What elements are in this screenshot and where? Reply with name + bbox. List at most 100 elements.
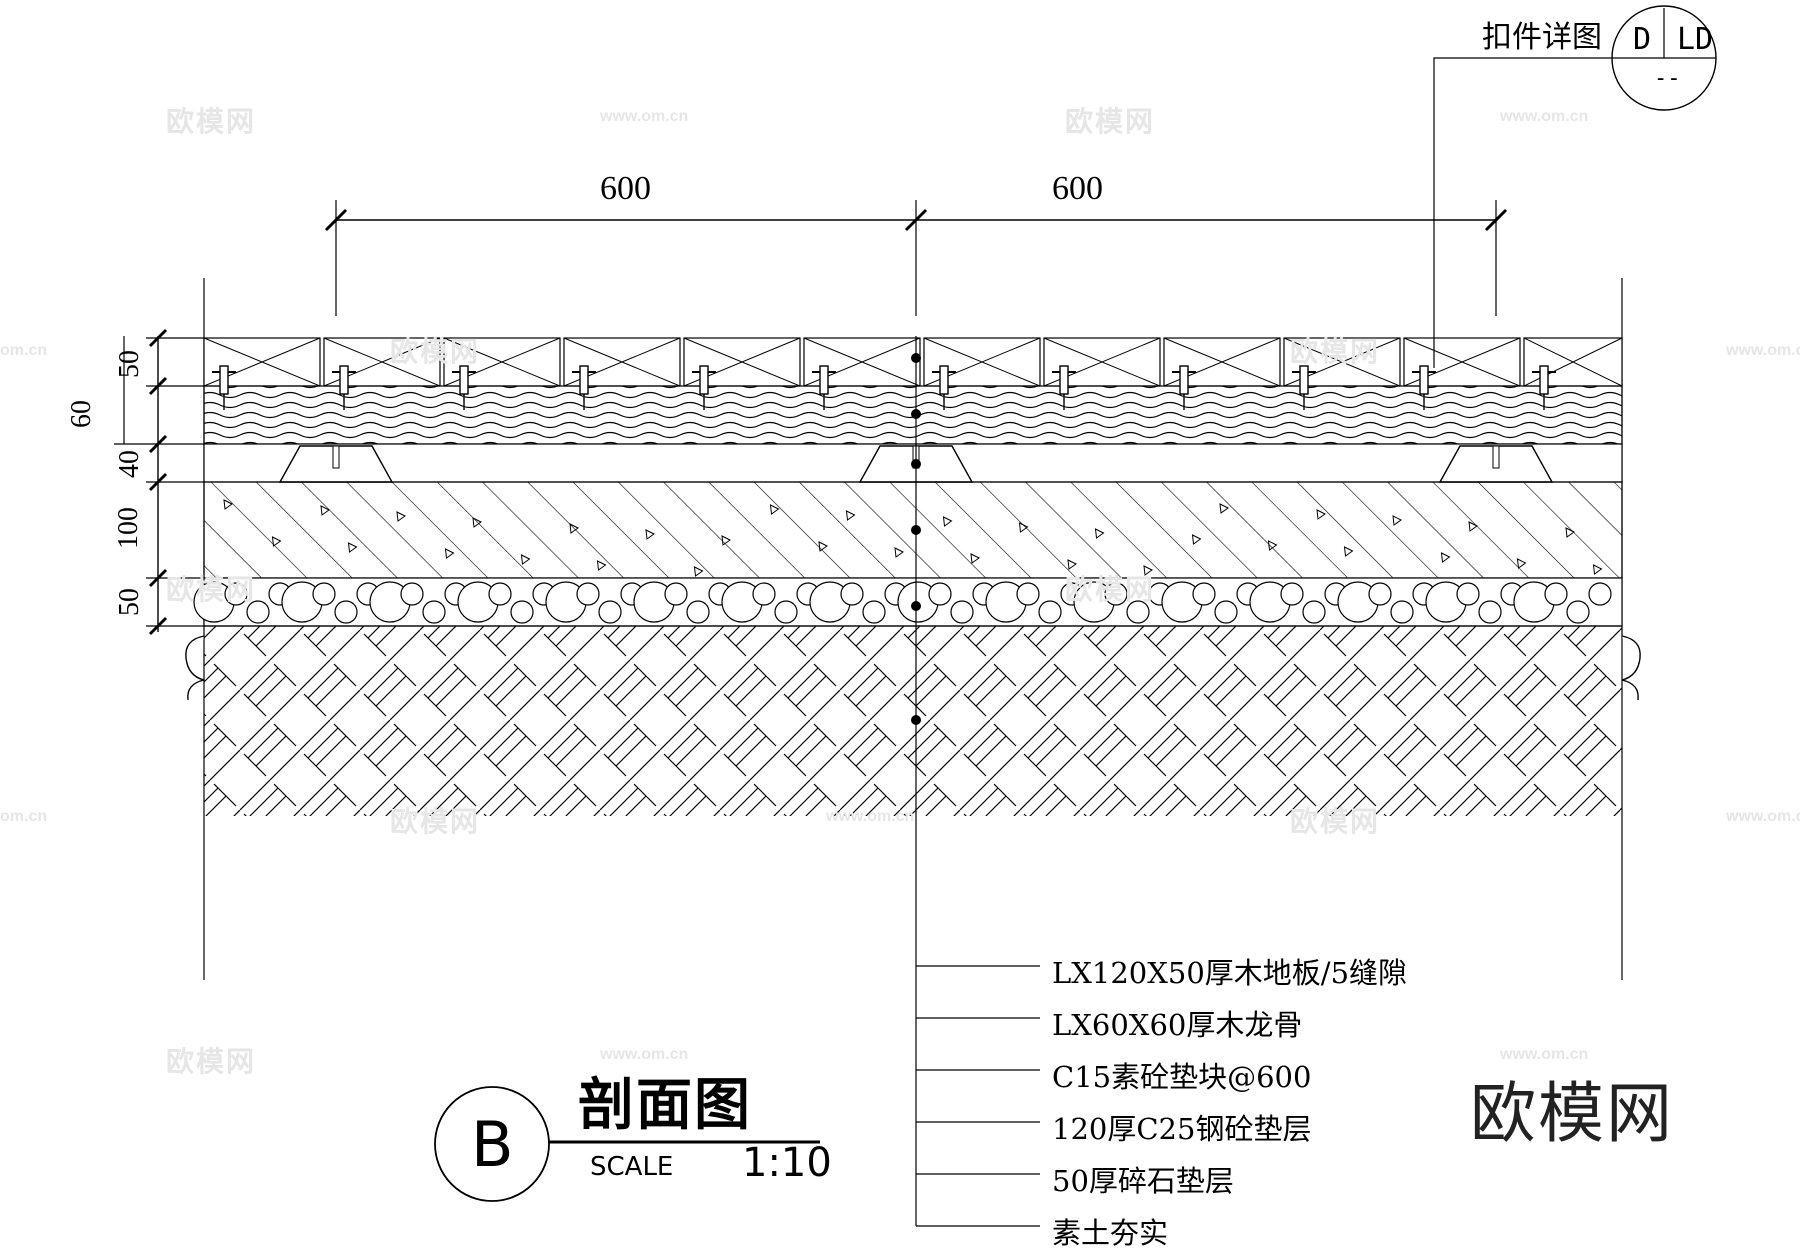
aggregate-mark (1018, 522, 1029, 533)
fasteners (212, 365, 1556, 410)
gravel-stone (488, 582, 512, 606)
gravel-stone (1038, 600, 1062, 624)
aggregate-mark (1468, 521, 1478, 532)
fastener-screw (219, 365, 229, 395)
top-dimension-label: 600 (1052, 170, 1103, 207)
aggregate-mark (894, 547, 904, 558)
aggregate-mark (569, 523, 579, 534)
gravel-stone (1368, 582, 1392, 606)
break-symbol-right (1621, 635, 1641, 701)
fastener-screw (579, 365, 589, 395)
fastener-screw (939, 365, 949, 395)
leader-dot (911, 715, 921, 725)
gravel-stone (664, 582, 688, 606)
gravel-stone (840, 582, 864, 606)
break-symbol-left (185, 635, 205, 701)
gravel-stone (1214, 600, 1238, 624)
gravel-stone (598, 600, 622, 624)
aggregate-mark (444, 548, 455, 559)
leader-dot (911, 459, 921, 469)
fastener-screw (459, 365, 469, 395)
gravel-stone (334, 600, 358, 624)
fastener-screw (1179, 365, 1189, 395)
aggregate-mark (520, 554, 531, 565)
aggregate-mark (472, 517, 482, 528)
aggregate-mark (1565, 527, 1575, 538)
gravel-stone (1544, 582, 1568, 606)
aggregate-mark (769, 504, 780, 515)
gravel-stone (510, 600, 534, 624)
aggregate-mark (1316, 509, 1326, 520)
gravel-stone (1588, 582, 1612, 606)
gravel-stone (422, 600, 446, 624)
gravel-stone (774, 600, 798, 624)
aggregate-mark (596, 560, 607, 571)
gravel-stone (950, 600, 974, 624)
gravel-stone (1478, 600, 1502, 624)
top-dimension-label: 600 (600, 170, 651, 207)
gravel-stone (1192, 582, 1216, 606)
aggregate-mark (1267, 540, 1278, 551)
fastener-screw (339, 365, 349, 395)
section-mark-letter: B (471, 1108, 514, 1181)
gravel-stone (312, 582, 336, 606)
aggregate-mark (223, 499, 233, 510)
gravel-stones (193, 581, 1612, 624)
scale-label: SCALE (590, 1152, 674, 1182)
fastener-screw (1539, 365, 1549, 395)
leader-dot (911, 525, 921, 535)
pad-anchor (1492, 445, 1500, 469)
leader-dot (911, 601, 921, 611)
section-mark-circle (434, 1086, 550, 1202)
aggregate-mark (1343, 546, 1354, 557)
gravel-stone (1126, 600, 1150, 624)
gravel-stone (1390, 600, 1414, 624)
fastener-screw (819, 365, 829, 395)
callout-wood-floor: LX120X50厚木地板/5缝隙 (1052, 956, 1408, 990)
aggregate-mark (1219, 503, 1229, 514)
detail-leader (1433, 57, 1612, 368)
gravel-stone (224, 582, 248, 606)
gravel-stone (752, 582, 776, 606)
aggregate-mark (818, 541, 828, 552)
brand-logo: 欧模网 (1470, 1075, 1674, 1152)
aggregate-mark (347, 542, 358, 553)
aggregate-mark (1143, 565, 1153, 576)
gravel-stone (928, 582, 952, 606)
detail-reference-title: 扣件详图 (1482, 20, 1602, 55)
left-dimension-label: 100 (113, 507, 144, 549)
callout-reinforced-concrete: 120厚C25钢砼垫层 (1052, 1112, 1312, 1146)
concrete-pads (278, 445, 1554, 483)
detail-reference-left: D (1633, 22, 1652, 57)
aggregate-mark (1067, 559, 1077, 570)
gravel-stone (1104, 582, 1128, 606)
callout-concrete-pad: C15素砼垫块@600 (1052, 1060, 1312, 1094)
left-dimension-outer: 60 (66, 400, 97, 428)
aggregate-mark (1392, 515, 1402, 526)
aggregate-mark (942, 516, 953, 527)
callout-gravel: 50厚碎石垫层 (1052, 1164, 1234, 1198)
gravel-stone (400, 582, 424, 606)
fastener-screw (1419, 365, 1429, 395)
fastener-screw (699, 365, 709, 395)
left-dimension-label: 50 (114, 350, 145, 378)
detail-reference-right: LD (1677, 22, 1714, 57)
aggregate-mark (1094, 528, 1105, 539)
gravel-stone (576, 582, 600, 606)
leader-dot (911, 409, 921, 419)
callout-soil: 素土夯实 (1052, 1216, 1169, 1250)
aggregate-mark (1516, 558, 1527, 569)
callout-leader-ticks (916, 965, 1040, 1227)
gravel-stone (246, 600, 270, 624)
detail-reference-sheet: -- (1654, 66, 1681, 91)
gravel-stone (862, 600, 886, 624)
gravel-stone (686, 600, 710, 624)
pad-anchor (332, 445, 340, 469)
gravel-stone (1016, 582, 1040, 606)
gravel-stone (1566, 600, 1590, 624)
callout-wood-joist: LX60X60厚木龙骨 (1052, 1008, 1303, 1042)
gravel-stone (1280, 582, 1304, 606)
aggregate-mark (1592, 564, 1603, 575)
drawing-title: 剖面图 (578, 1073, 752, 1138)
scale-value: 1:10 (742, 1140, 832, 1186)
